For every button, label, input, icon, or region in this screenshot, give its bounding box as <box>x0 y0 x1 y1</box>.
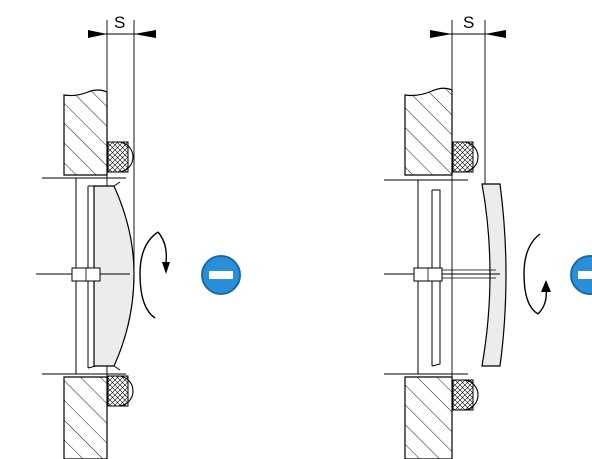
seal-lower-left <box>107 375 134 407</box>
wall-upper-left <box>63 89 108 176</box>
dimension-label-right: S <box>463 13 474 32</box>
valve-cap-right <box>481 183 507 367</box>
panel-right: S <box>384 13 592 459</box>
rotate-clockwise-icon <box>523 233 551 315</box>
seal-upper-left <box>107 141 134 173</box>
minus-circle-icon-right <box>570 255 592 295</box>
minus-circle-icon <box>201 255 241 295</box>
wall-lower-right <box>404 376 453 459</box>
rotate-counterclockwise-icon <box>139 231 170 319</box>
seal-lower-right <box>452 379 479 411</box>
valve-cap-left <box>93 185 135 367</box>
wall-upper-right <box>404 87 453 176</box>
dimension-label-left: S <box>114 13 125 32</box>
seal-upper-right <box>452 141 479 173</box>
wall-lower-left <box>63 376 108 459</box>
panel-left: S <box>36 13 241 459</box>
